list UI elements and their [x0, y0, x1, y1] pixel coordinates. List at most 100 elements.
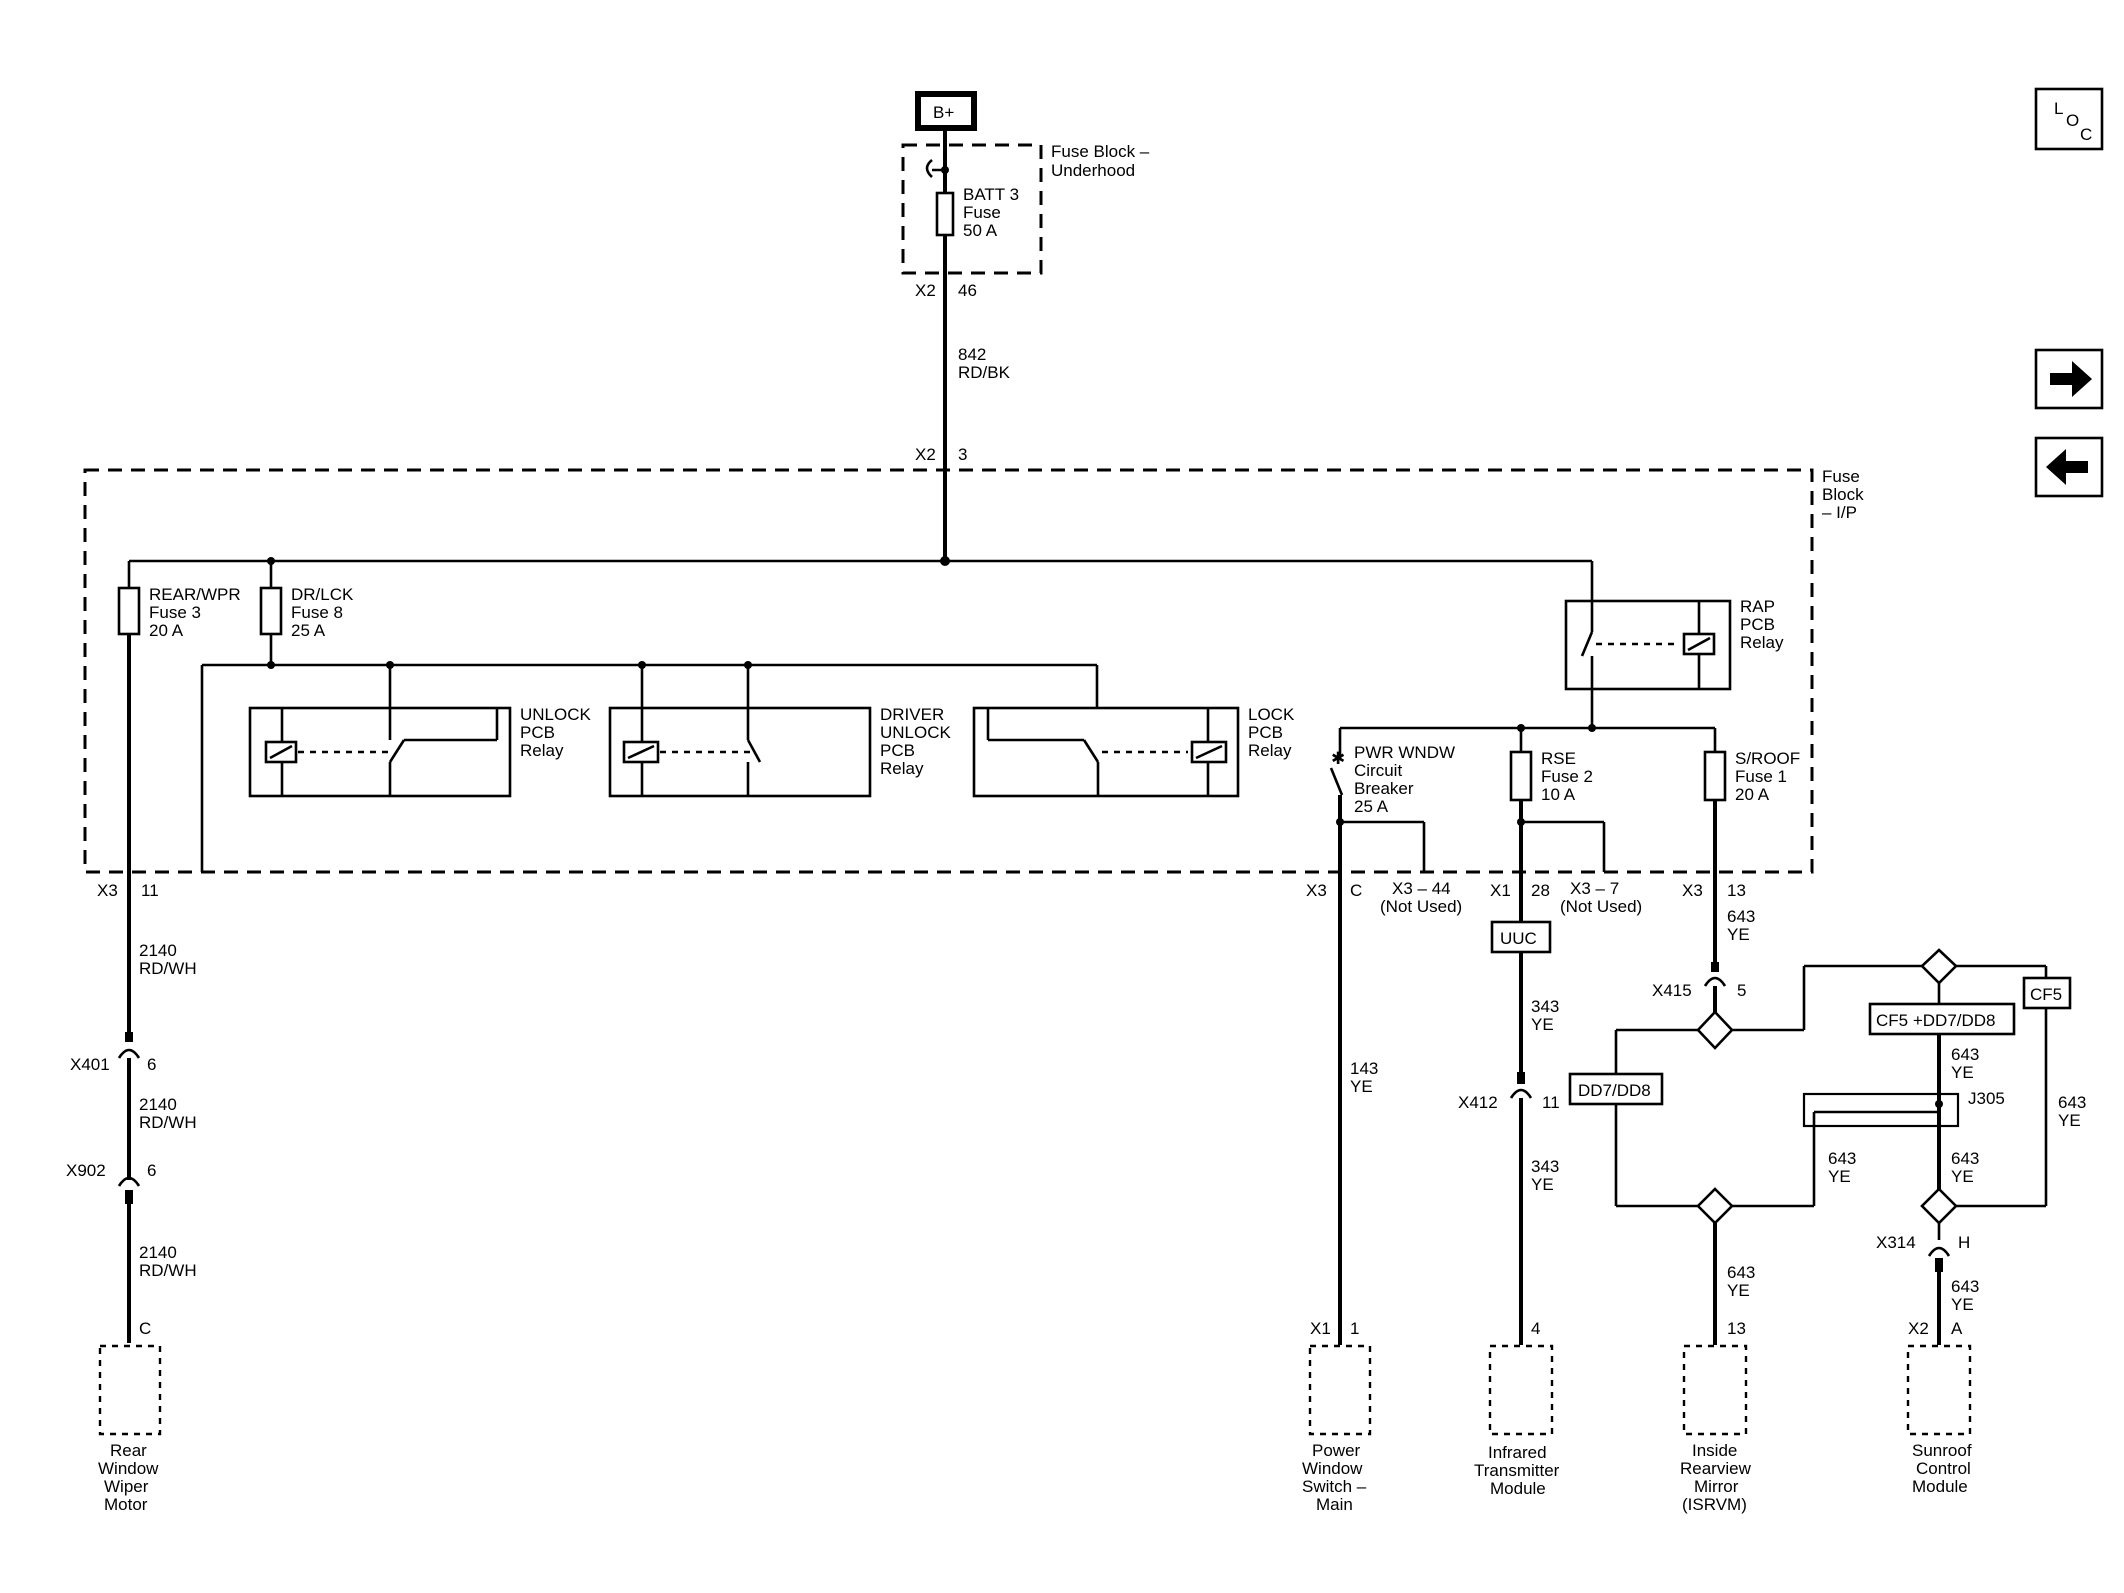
cf5-option-tag: CF5 — [2022, 976, 2072, 1010]
fuses-rse-0-label: RSE — [1541, 749, 1576, 768]
fuses-dr-lck-2-label: 25 A — [291, 621, 326, 640]
connectors-j305-label: J305 — [1968, 1089, 2005, 1108]
x902-connector — [117, 1176, 141, 1343]
fuse-block-underhood-outline — [901, 143, 1043, 275]
j305-splice-pack — [1802, 1092, 1960, 1128]
relays-lock-0-label: LOCK — [1248, 705, 1295, 724]
wires-w343-b-1-label: YE — [1531, 1175, 1554, 1194]
components-pwr-window-name-1-label: Window — [1302, 1459, 1363, 1478]
inside-rearview-mirror — [1682, 1344, 1748, 1436]
fuse-block-underhood-fuse-0-label: BATT 3 — [963, 185, 1019, 204]
splice-diamond-mirror — [1696, 1187, 1734, 1225]
connectors-x314-conn-label: X314 — [1876, 1233, 1916, 1252]
connectors-x412-pin-label: 11 — [1542, 1093, 1560, 1112]
wires-w643-sunroof-1-label: YE — [1951, 1295, 1974, 1314]
breaker-1-label: Circuit — [1354, 761, 1402, 780]
x412-connector — [1509, 1072, 1533, 1345]
components-sunroof-name-1-label: Control — [1916, 1459, 1971, 1478]
wires-w2140-a-1-label: RD/WH — [139, 959, 197, 978]
wires-w2140-b-0-label: 2140 — [139, 1095, 177, 1114]
rear-window-wiper-motor — [98, 1344, 162, 1436]
components-pwr-window-name-0-label: Power — [1312, 1441, 1361, 1460]
connectors-x314-pin-label: H — [1958, 1233, 1970, 1252]
fuses-sroof-0-label: S/ROOF — [1735, 749, 1800, 768]
next-page-button[interactable] — [2034, 348, 2104, 410]
components-ir-transmitter-name-2-label: Module — [1490, 1479, 1546, 1498]
b-plus-terminal: B+ — [915, 91, 977, 131]
components-rear-wiper-name-1-label: Window — [98, 1459, 159, 1478]
fuses-rse-1-label: Fuse 2 — [1541, 767, 1593, 786]
prev-page-button[interactable] — [2034, 436, 2104, 498]
components-ir-transmitter-name-1-label: Transmitter — [1474, 1461, 1560, 1480]
wires-w643-j305-0-label: 643 — [1828, 1149, 1856, 1168]
relays-driver-unlock-0-label: DRIVER — [880, 705, 944, 724]
splice-diamond-x415 — [1696, 1010, 1734, 1050]
connectors-x415-conn-label: X415 — [1652, 981, 1692, 1000]
breaker-0-label: PWR WNDW — [1354, 743, 1455, 762]
components-pwr-window-pin-label: 1 — [1350, 1319, 1359, 1338]
fuses-rear-wpr-0-label: REAR/WPR — [149, 585, 241, 604]
arrow-left-icon — [2046, 449, 2088, 485]
fuses-dr-lck-1-label: Fuse 8 — [291, 603, 343, 622]
power-window-switch-main — [1308, 1344, 1372, 1436]
components-mirror-pin-label: 13 — [1727, 1319, 1746, 1338]
relays-lock-1-label: PCB — [1248, 723, 1283, 742]
wires-w643-top-0-label: 643 — [1727, 907, 1755, 926]
sroof-fuse — [1703, 750, 1727, 802]
fuses-rear-wpr-2-label: 20 A — [149, 621, 184, 640]
feed-wire-conn-label: X2 — [915, 445, 936, 464]
components-sunroof-name-2-label: Module — [1912, 1477, 1968, 1496]
option-tags-cf5-label: CF5 — [2030, 985, 2062, 1004]
connectors-x3-13-pin-label: 13 — [1727, 881, 1746, 900]
fuse-block-underhood-fuse-2-label: 50 A — [963, 221, 998, 240]
driver-unlock-pcb-relay — [608, 665, 872, 798]
connectors-x3-44-0-label: X3 – 44 — [1392, 879, 1451, 898]
fuse-block-ip-title: Fuse — [1822, 467, 1860, 486]
option-tags-cf5dd-label: CF5 +DD7/DD8 — [1876, 1011, 1996, 1030]
wires-w643-j305-1-label: YE — [1828, 1167, 1851, 1186]
cf5-dd7-dd8-option-tag: CF5 +DD7/DD8 — [1868, 1002, 2016, 1036]
feed-wire-color-label: RD/BK — [958, 363, 1011, 382]
wires-w2140-c-0-label: 2140 — [139, 1243, 177, 1262]
wire-842-label: 842 — [958, 345, 986, 364]
sunroof-control-module — [1906, 1344, 1972, 1436]
fuses-rse-2-label: 10 A — [1541, 785, 1576, 804]
fuses-dr-lck-0-label: DR/LCK — [291, 585, 354, 604]
uuc-option-tag: UUC — [1490, 920, 1552, 954]
relays-rap-1-label: PCB — [1740, 615, 1775, 634]
infrared-transmitter-module — [1488, 1344, 1554, 1436]
wires-w643-j305b-0-label: 643 — [1951, 1149, 1979, 1168]
connectors-x3-13-conn-label: X3 — [1682, 881, 1703, 900]
loc-button[interactable]: L O C — [2034, 87, 2104, 151]
wires-w643-cf5dd-1-label: YE — [1951, 1063, 1974, 1082]
connectors-x3-7-1-label: (Not Used) — [1560, 897, 1642, 916]
relays-rap-0-label: RAP — [1740, 597, 1775, 616]
wires-w343-a-1-label: YE — [1531, 1015, 1554, 1034]
components-pwr-window-name-2-label: Switch – — [1302, 1477, 1367, 1496]
wires-w643-right-0-label: 643 — [2058, 1093, 2086, 1112]
fuses-rear-wpr-1-label: Fuse 3 — [149, 603, 201, 622]
batt3-fuse — [935, 191, 955, 237]
components-mirror-name-0-label: Inside — [1692, 1441, 1737, 1460]
connectors-x3-7-0-label: X3 – 7 — [1570, 879, 1619, 898]
x401-connector — [117, 1032, 141, 1180]
components-rear-wiper-name-3-label: Motor — [104, 1495, 148, 1514]
wires-w643-sunroof-0-label: 643 — [1951, 1277, 1979, 1296]
x314-connector — [1927, 1246, 1951, 1345]
wires-w2140-b-1-label: RD/WH — [139, 1113, 197, 1132]
connectors-x3-11-conn-label: X3 — [97, 881, 118, 900]
arrow-right-icon — [2050, 361, 2092, 397]
connectors-x1-28-pin-label: 28 — [1531, 881, 1550, 900]
connectors-x3-11-pin-label: 11 — [141, 881, 159, 900]
dr-lck-fuse — [259, 586, 283, 636]
breaker-2-label: Breaker — [1354, 779, 1414, 798]
wires-w143-1-label: YE — [1350, 1077, 1373, 1096]
components-sunroof-pin-label: A — [1951, 1319, 1963, 1338]
wires-w643-mirror-0-label: 643 — [1727, 1263, 1755, 1282]
components-sunroof-name-0-label: Sunroof — [1912, 1441, 1972, 1460]
wires-w643-cf5dd-0-label: 643 — [1951, 1045, 1979, 1064]
components-mirror-name-1-label: Rearview — [1680, 1459, 1752, 1478]
wires-w643-top-1-label: YE — [1727, 925, 1750, 944]
wires-w2140-c-1-label: RD/WH — [139, 1261, 197, 1280]
